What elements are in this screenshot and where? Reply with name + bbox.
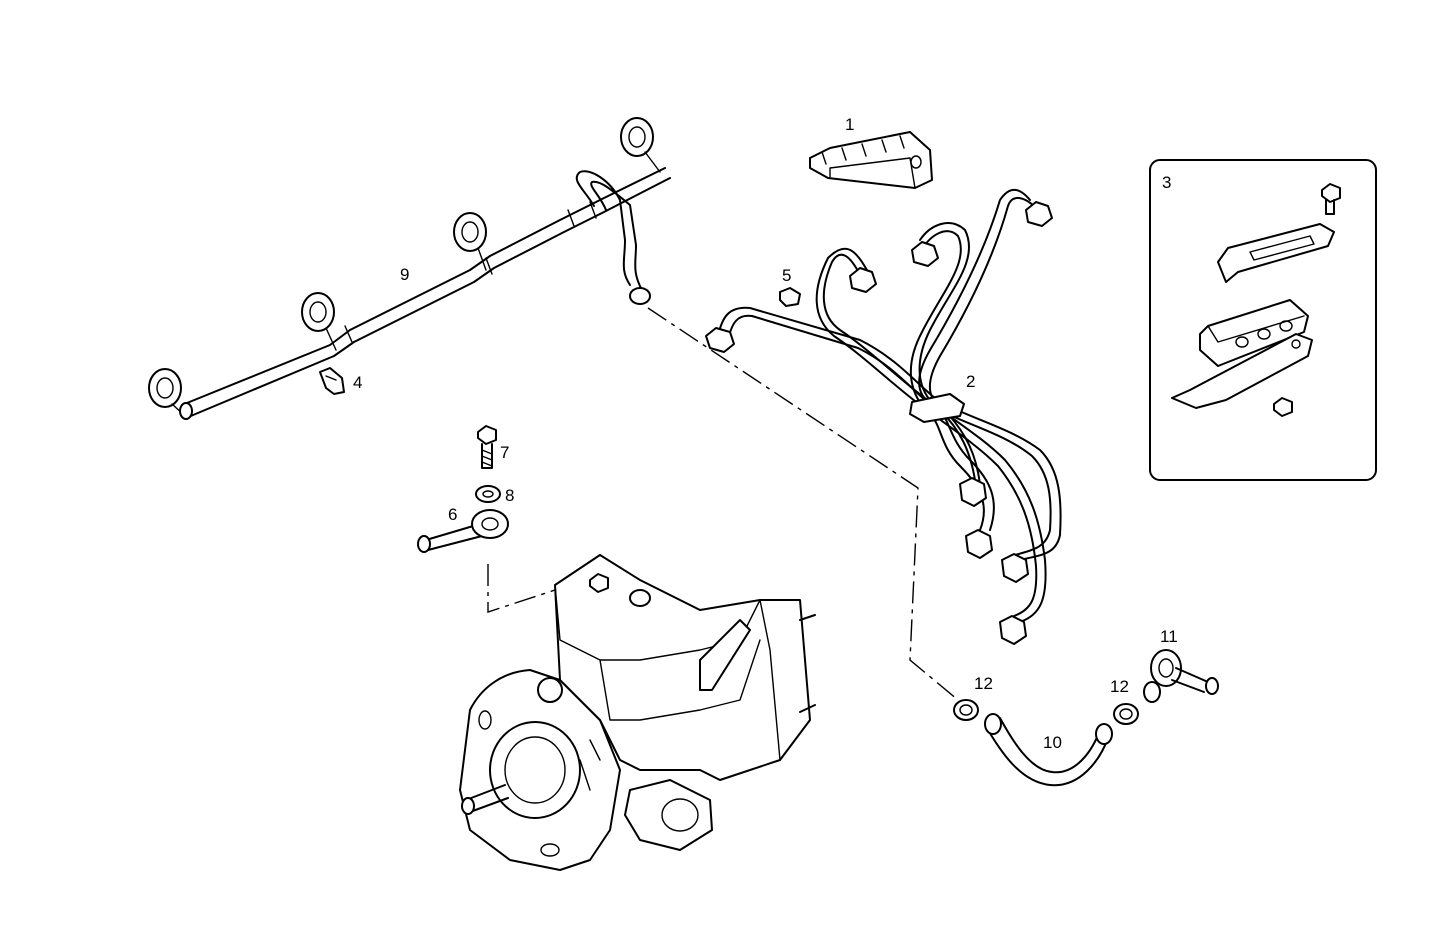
part-12-hose-clamp-left bbox=[953, 699, 979, 721]
callout-10: 10 bbox=[1043, 733, 1062, 752]
part-3-clamp-kit-inset bbox=[1149, 159, 1377, 481]
callout-9: 9 bbox=[400, 265, 409, 284]
callout-4: 4 bbox=[353, 373, 362, 392]
connection-leader-lines bbox=[487, 307, 959, 701]
part-12-hose-clamp-right bbox=[1113, 703, 1139, 725]
part-2-injection-pipes bbox=[705, 188, 1062, 645]
callout-12-right: 12 bbox=[1110, 677, 1129, 696]
callout-1: 1 bbox=[845, 115, 854, 134]
callout-12-left: 12 bbox=[974, 674, 993, 693]
part-4-clip bbox=[319, 367, 345, 395]
part-5-clip bbox=[779, 287, 801, 307]
callout-11: 11 bbox=[1160, 627, 1178, 646]
part-8-washer bbox=[475, 485, 501, 503]
part-9-return-manifold bbox=[148, 117, 671, 420]
callout-labels: 1 2 3 4 5 6 7 8 9 10 11 12 12 bbox=[353, 115, 1178, 752]
part-6-banjo-fitting bbox=[417, 509, 509, 553]
callout-2: 2 bbox=[966, 372, 975, 391]
callout-6: 6 bbox=[448, 505, 457, 524]
injection-pump-body bbox=[459, 554, 816, 871]
callout-7: 7 bbox=[500, 443, 509, 462]
callout-3: 3 bbox=[1162, 173, 1171, 192]
callout-5: 5 bbox=[782, 266, 791, 285]
part-7-banjo-bolt bbox=[477, 425, 497, 469]
part-10-return-hose bbox=[984, 713, 1113, 787]
callout-8: 8 bbox=[505, 486, 514, 505]
part-11-banjo-fitting bbox=[1143, 649, 1219, 703]
part-1-pipe-holder bbox=[809, 131, 933, 189]
